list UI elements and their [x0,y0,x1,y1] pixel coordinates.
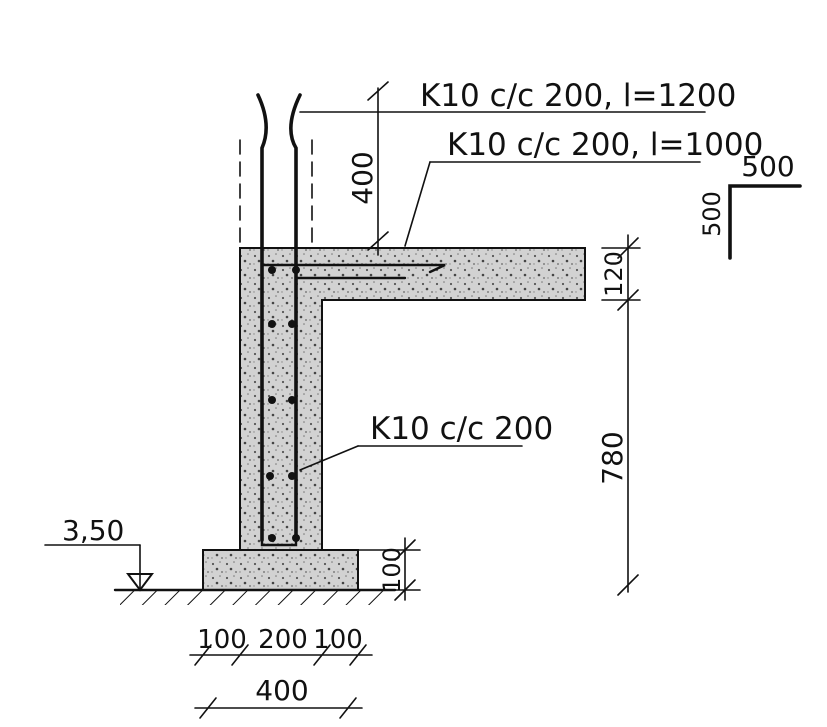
label-bar-wall: K10 c/c 200 [299,411,553,471]
label-bar-slab: K10 c/c 200, l=1000 [404,127,763,247]
detail-vertical-text: 500 [698,191,726,237]
level-text: 3,50 [62,514,124,547]
dim-right-vertical: 120 780 [596,234,641,596]
dim-wall-height-text: 780 [596,431,629,484]
concrete-section [202,247,586,591]
dim-wall-width-text: 200 [258,625,308,655]
slab-bar-top [260,263,446,274]
reinforcement [256,93,446,547]
dim-footing-total: 400 [194,674,363,719]
rebar-dots [266,266,300,542]
detail-horizontal-text: 500 [741,150,794,183]
formwork-lines [239,139,313,249]
bar-top-text: K10 c/c 200, l=1200 [420,78,736,114]
level-marker: 3,50 [44,514,154,592]
dim-slab-text: 120 [600,251,628,297]
dim-top-lap-text: 400 [346,151,379,204]
dim-footing-height: 100 [357,537,421,601]
wall-bar-left [256,93,268,542]
bar-slab-text: K10 c/c 200, l=1000 [447,127,763,163]
ground [113,588,397,605]
wall-bar-right [289,93,302,542]
dim-footing-total-text: 400 [255,674,308,707]
dim-footing-parts: 100 200 100 [189,625,373,666]
dim-footing-height-text: 100 [378,547,406,593]
dim-footing-left-text: 100 [197,625,247,655]
bottom-u-bar [260,538,298,547]
label-bar-top: K10 c/c 200, l=1200 [299,78,736,114]
dim-top-lap: 400 [346,81,389,256]
dim-footing-right-text: 100 [313,625,363,655]
bar-shape-detail: 500 500 [698,150,802,260]
corner-bar [294,276,407,532]
footing-concrete [202,549,359,591]
bar-wall-text: K10 c/c 200 [370,411,553,447]
